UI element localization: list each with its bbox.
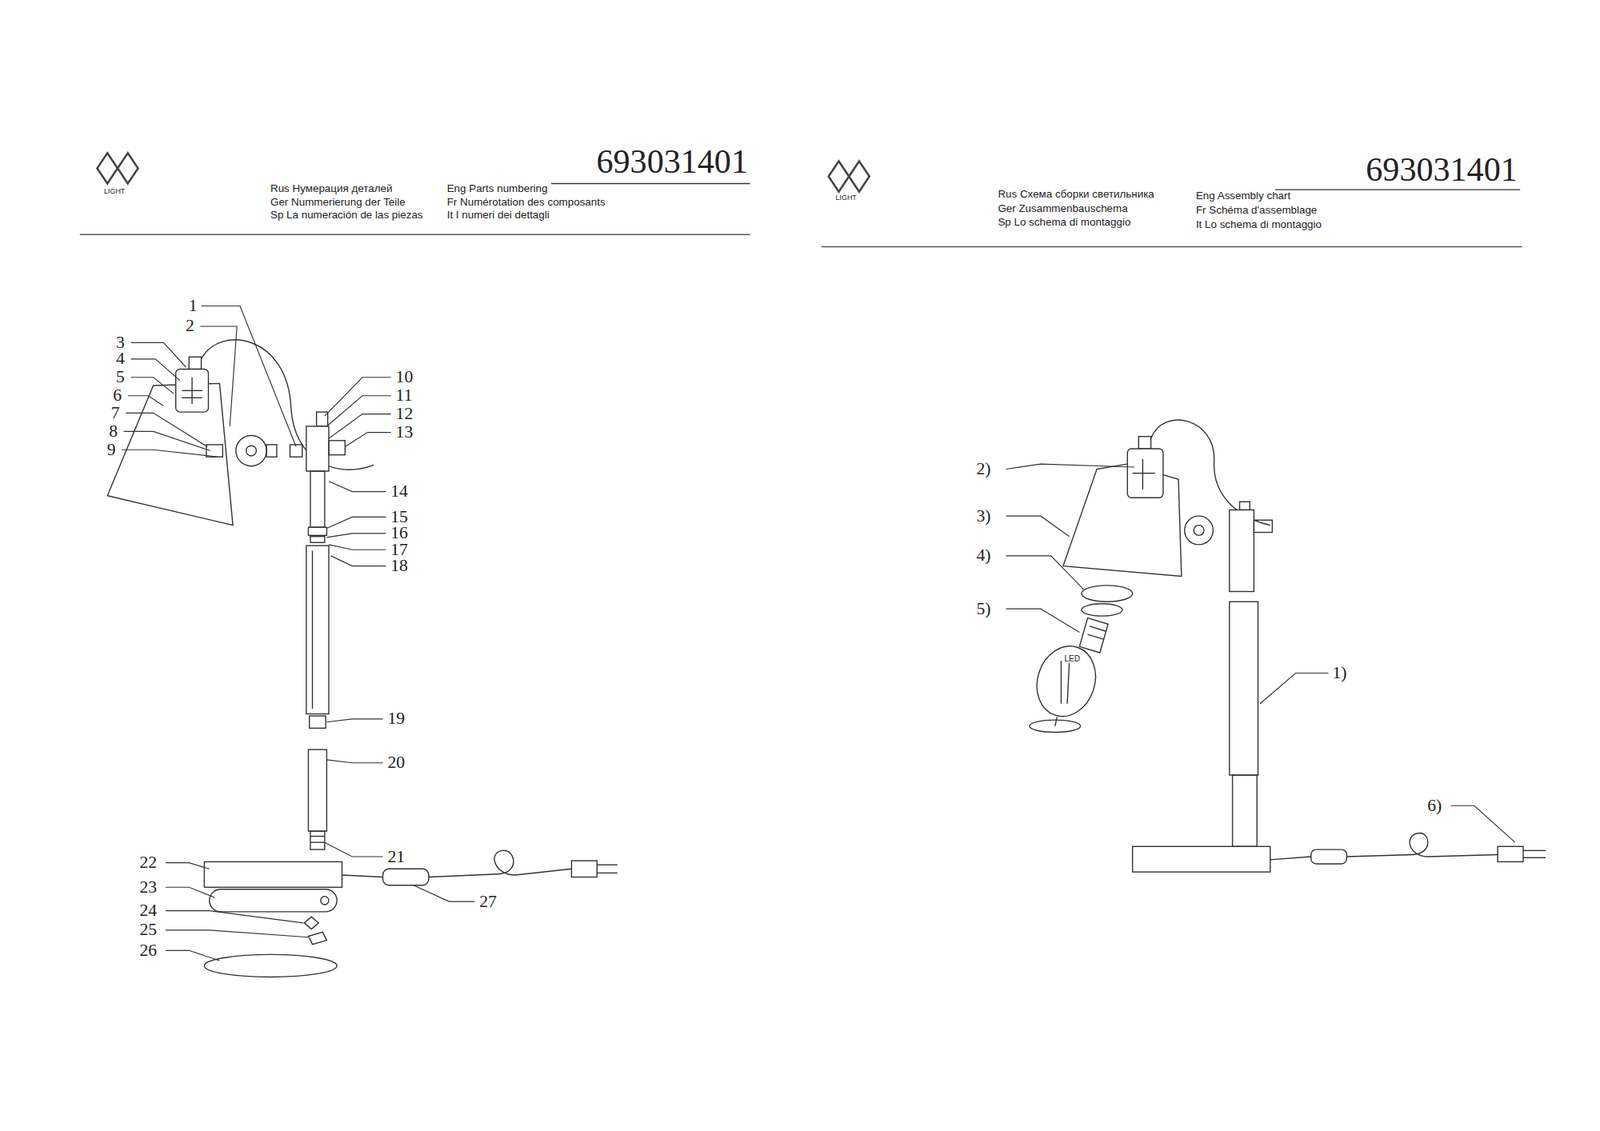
heading-text: Ger Nummerierung der Teile (270, 196, 406, 208)
heading-text: Rus Нумерация деталей (270, 183, 392, 194)
callout-number: 25 (139, 921, 159, 940)
logo-text: LIGHT (104, 188, 125, 196)
callout-number: 19 (386, 710, 406, 728)
heading-text: Fr Schéma d'assemblage (1196, 204, 1317, 216)
callout-number: 6 (112, 387, 123, 405)
callout-number: 6) (1426, 797, 1443, 816)
model-number: 693031401 (596, 144, 748, 179)
callout-number: 20 (386, 754, 406, 772)
callout-number: 26 (139, 942, 159, 960)
heading-text: It Lo schema di montaggio (1196, 219, 1322, 230)
callout-number: 1) (1332, 664, 1348, 683)
callout-number: 21 (386, 848, 406, 867)
heading-text: Ger Zusammenbauschema (997, 203, 1128, 214)
callout-number: 2) (975, 460, 992, 479)
callout-number: 14 (389, 483, 409, 501)
bulb-text: LED (1064, 655, 1080, 664)
callout-number: 2 (184, 317, 196, 336)
callout-number: 4 (115, 350, 126, 368)
callout-number: 4) (975, 547, 992, 565)
model-number: 693031401 (1365, 152, 1517, 187)
callout-number: 23 (139, 879, 159, 897)
heading-text: It I numeri dei dettagli (447, 209, 550, 220)
callout-number: 8 (108, 423, 119, 441)
callout-number: 3) (975, 508, 992, 526)
heading-text: Eng Assembly chart (1196, 190, 1291, 201)
callout-number: 11 (395, 387, 414, 405)
callout-number: 16 (389, 524, 409, 543)
heading-text: Eng Parts numbering (447, 183, 548, 194)
heading-text: Fr Numérotation des composants (447, 196, 606, 208)
callout-number: 10 (395, 368, 415, 387)
callout-number: 22 (139, 854, 159, 872)
callout-number: 17 (389, 541, 409, 560)
callout-number: 15 (389, 508, 409, 527)
callout-number: 24 (139, 902, 159, 920)
callout-number: 1 (188, 297, 199, 316)
heading-text: Sp La numeración de las piezas (270, 209, 424, 220)
callout-number: 7 (110, 404, 121, 423)
callout-number: 12 (395, 405, 415, 424)
heading-text: Rus Схема сборки светильника (997, 188, 1154, 200)
callout-number: 18 (389, 557, 409, 576)
logo-text: LIGHT (836, 194, 857, 202)
callout-number: 5) (975, 600, 992, 619)
callout-number: 27 (478, 893, 498, 912)
callout-number: 3 (115, 334, 126, 352)
callout-number: 5 (115, 368, 126, 387)
heading-text: Sp Lo schema di montaggio (997, 216, 1131, 228)
callout-number: 13 (395, 424, 415, 442)
callout-number: 9 (106, 441, 117, 460)
